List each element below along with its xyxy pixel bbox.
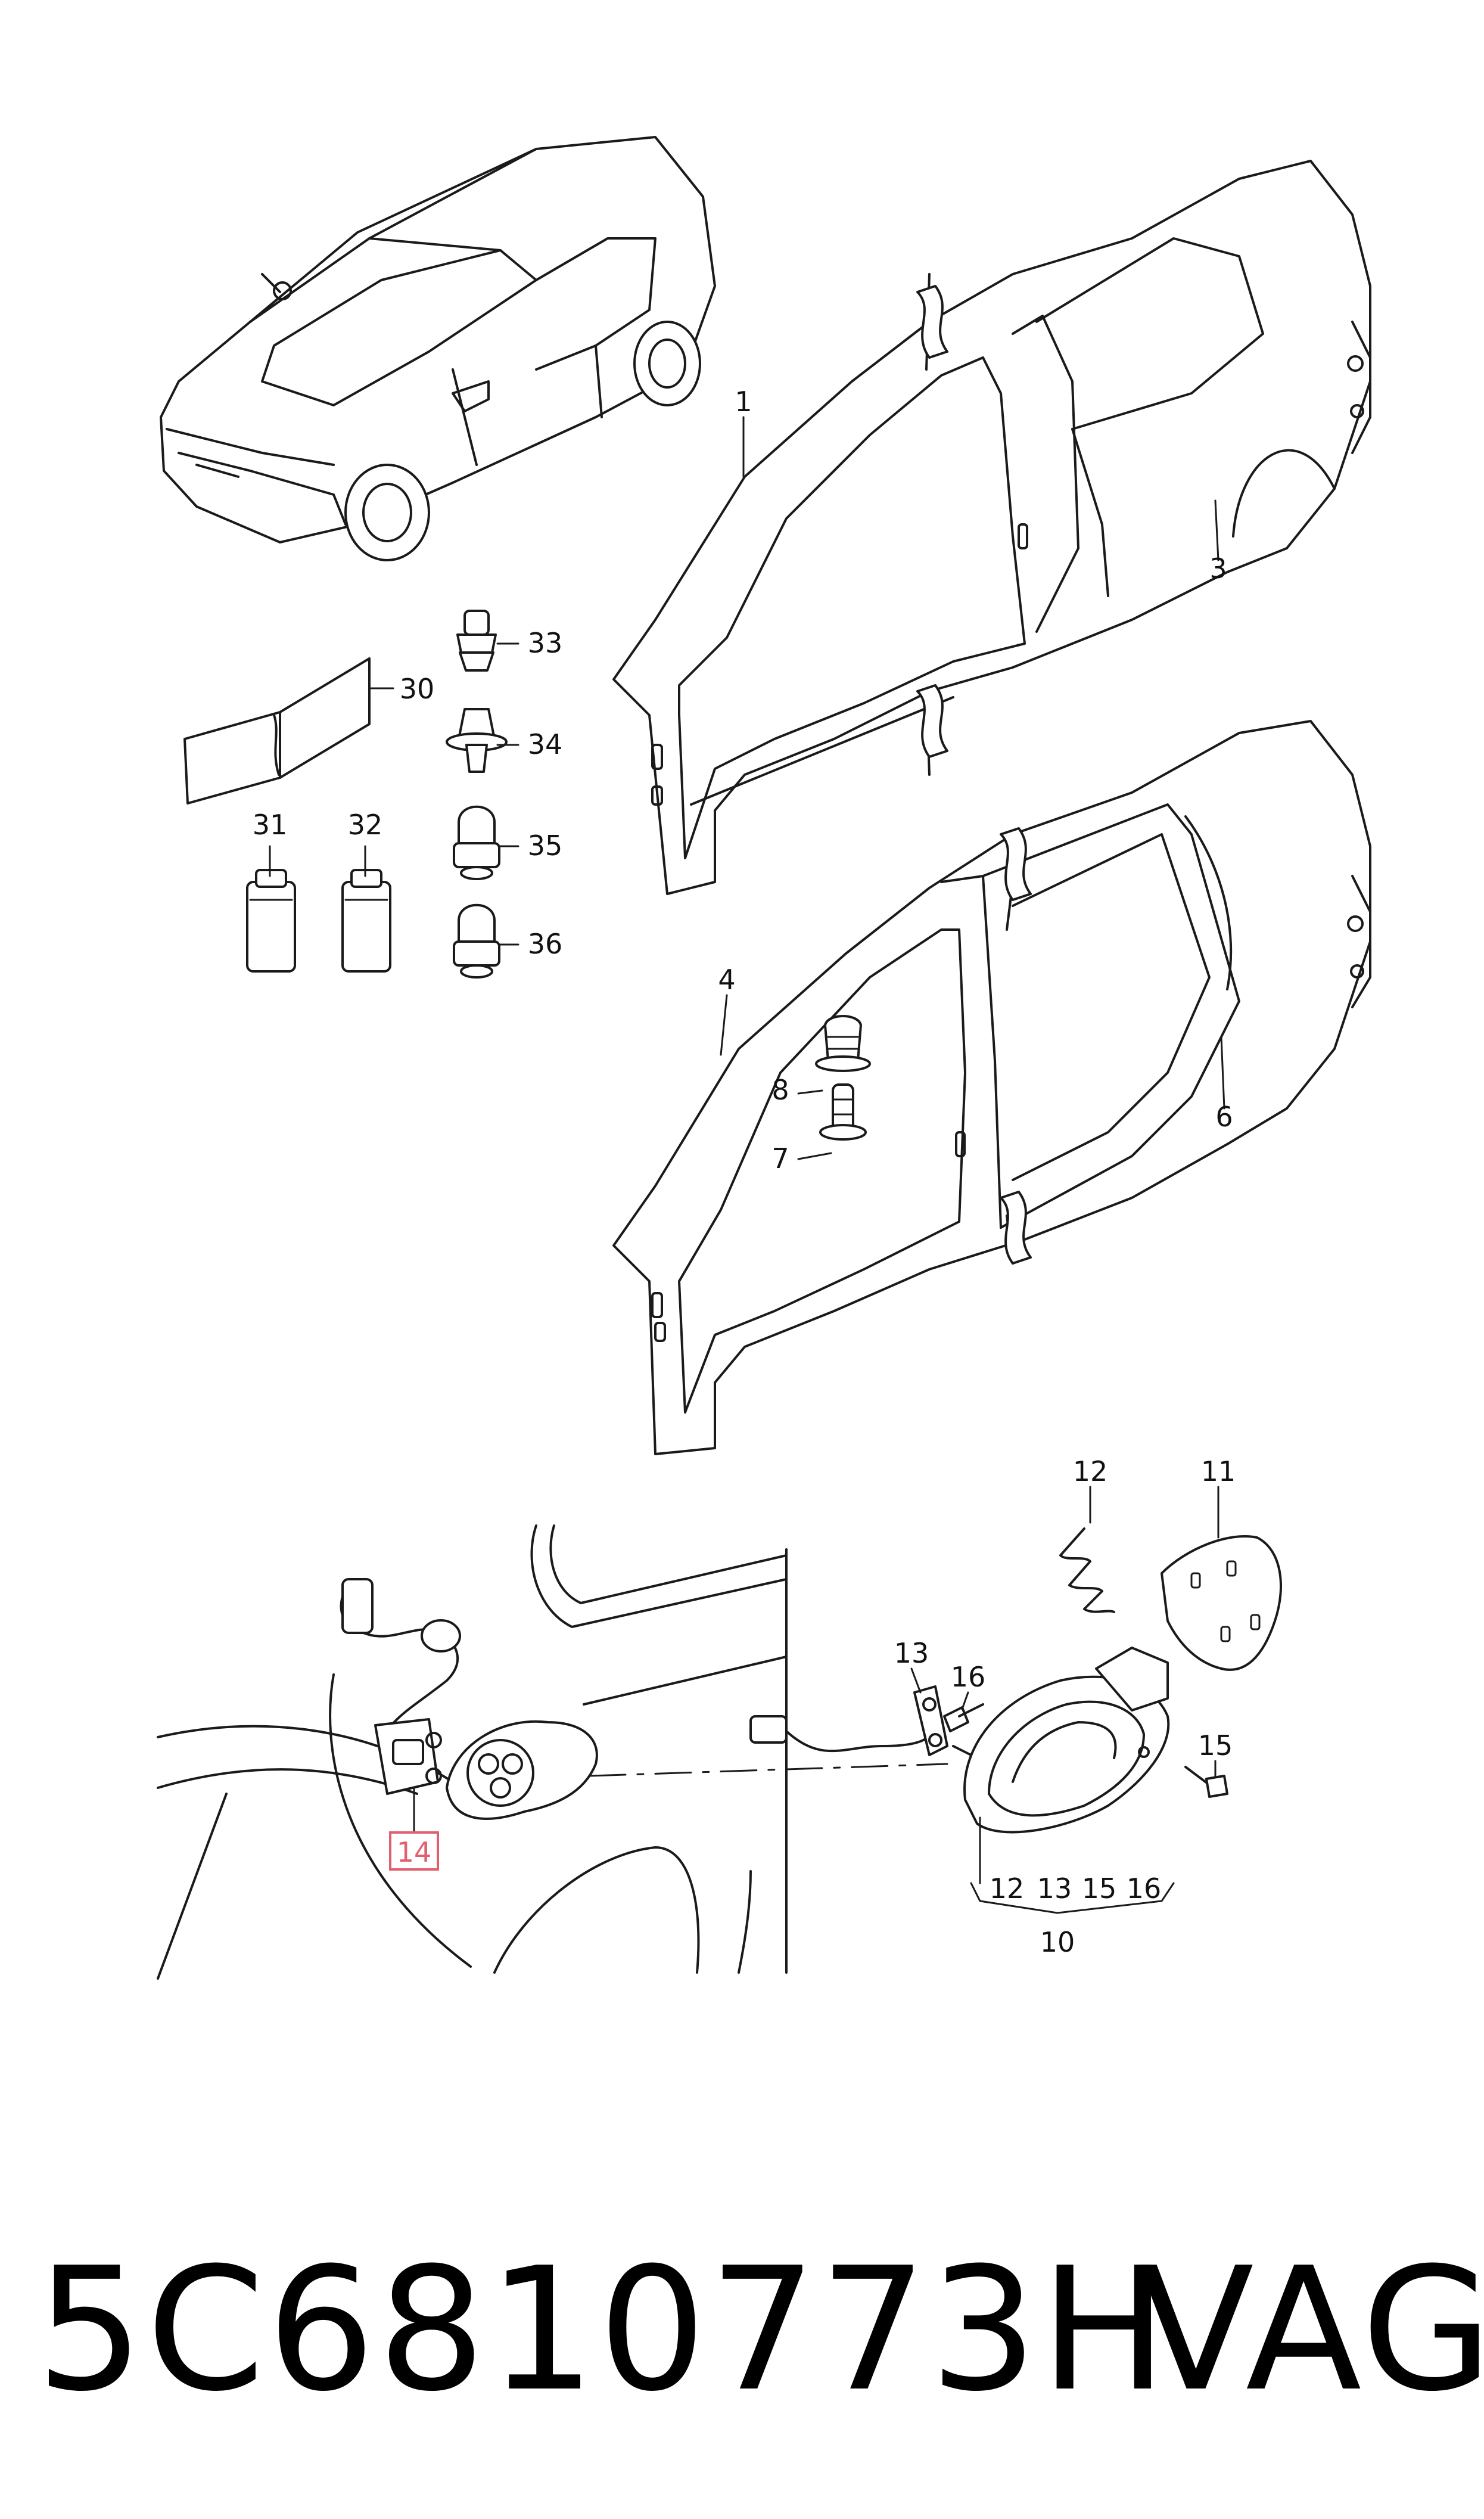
- highlight-box: [389, 1831, 439, 1871]
- callout-labels: 1 3 4 6 8 7 30 31 32 33 34 35 36 12 11 1…: [253, 386, 1236, 1958]
- group-callout-15: 15: [1082, 1872, 1117, 1905]
- callout-33: 33: [528, 627, 563, 659]
- callout-30: 30: [400, 673, 435, 705]
- callout-15: 15: [1198, 1729, 1233, 1762]
- car-overview-illustration: [160, 136, 716, 561]
- group-callout-13: 13: [1037, 1872, 1072, 1905]
- callout-34: 34: [528, 728, 563, 760]
- filler-housing-10-illustration: [963, 1647, 1170, 1834]
- leader-lines: [269, 416, 1225, 1914]
- callout-7: 7: [771, 1142, 789, 1175]
- callout-3: 3: [1209, 552, 1227, 585]
- group-callout-16: 16: [1127, 1872, 1162, 1905]
- clip-33-illustration: [456, 610, 497, 672]
- callout-35: 35: [528, 830, 563, 862]
- sealant-can-32-illustration: [341, 869, 391, 973]
- nut-36-illustration: [453, 903, 500, 979]
- clip-34-illustration: [446, 708, 508, 773]
- footer: 5C6810773H VAG: [36, 2231, 1484, 2429]
- flap-11-illustration: [1161, 1535, 1282, 1671]
- callout-16: 16: [951, 1661, 986, 1693]
- callout-1: 1: [735, 386, 752, 418]
- screw-16-illustration: [943, 1703, 984, 1732]
- callout-11: 11: [1201, 1455, 1236, 1487]
- spring-12-illustration: [1059, 1527, 1115, 1613]
- actuator-14-illustration: [340, 1578, 461, 1795]
- fastener-7-illustration: [819, 1083, 867, 1141]
- cable-hinge-13-illustration: [749, 1685, 972, 1756]
- brand-name: VAG: [1138, 2231, 1484, 2429]
- side-panel-outer-upper: [612, 160, 1371, 895]
- part-number: 5C6810773H: [36, 2231, 1170, 2429]
- callout-36: 36: [528, 928, 563, 960]
- charging-socket-housing-illustration: [446, 1720, 598, 1820]
- side-panel-inner-lower: [612, 720, 1371, 1455]
- callout-13: 13: [894, 1637, 929, 1669]
- fastener-8-illustration: [815, 1015, 871, 1072]
- callout-12: 12: [1073, 1455, 1108, 1487]
- sealant-can-31-illustration: [246, 869, 296, 973]
- callout-10: 10: [1040, 1926, 1075, 1958]
- highlighted-callout-14: 14: [389, 1831, 439, 1871]
- callout-14: 14: [397, 1836, 432, 1868]
- adhesive-tape-30-illustration: [183, 657, 371, 805]
- group-callout-12: 12: [990, 1872, 1025, 1905]
- screw-15-illustration: [1184, 1766, 1228, 1798]
- rear-body-section-sketch: [157, 1524, 788, 1980]
- callout-31: 31: [253, 809, 288, 841]
- callout-8: 8: [771, 1074, 789, 1106]
- nut-35-illustration: [453, 805, 500, 880]
- callout-4: 4: [718, 964, 735, 996]
- callout-6: 6: [1215, 1101, 1233, 1133]
- callout-32: 32: [348, 809, 383, 841]
- alignment-line: [589, 1763, 948, 1777]
